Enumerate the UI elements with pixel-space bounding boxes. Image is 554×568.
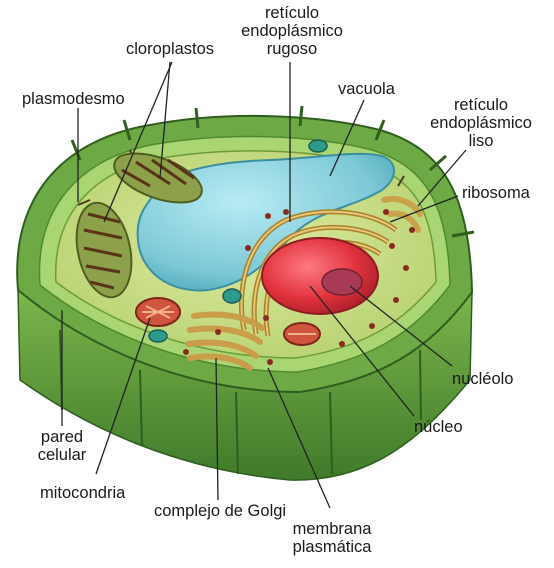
label-nucleus: núcleo — [414, 418, 463, 436]
label-golgi: complejo de Golgi — [154, 502, 286, 520]
label-plasmodesma: plasmodesmo — [22, 90, 125, 108]
label-rough-er: retículo endoplásmico rugoso — [238, 4, 346, 58]
label-nucleolus: nucléolo — [452, 370, 513, 388]
label-mitochondrion: mitocondria — [40, 484, 125, 502]
label-smooth-er: retículo endoplásmico liso — [414, 96, 548, 150]
label-plasma-membrane: membrana plasmática — [284, 520, 380, 556]
label-cell-wall: pared celular — [28, 428, 96, 464]
label-vacuole: vacuola — [338, 80, 395, 98]
label-ribosome: ribosoma — [462, 184, 530, 202]
label-chloroplasts: cloroplastos — [126, 40, 214, 58]
